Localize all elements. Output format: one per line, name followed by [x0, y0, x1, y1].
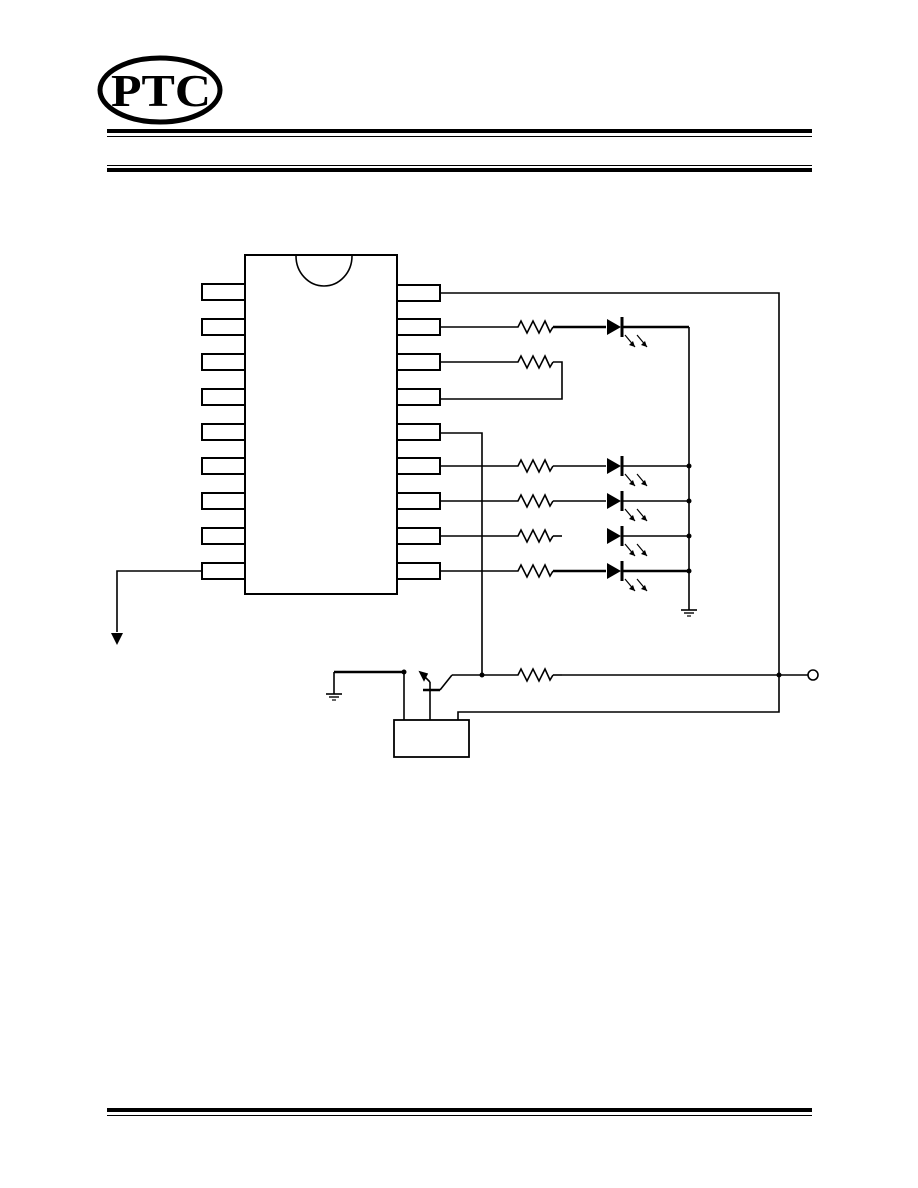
ic-left-pins — [201, 283, 246, 580]
led — [605, 489, 649, 523]
led — [605, 454, 649, 488]
transistor — [418, 670, 482, 692]
resistor — [512, 459, 554, 473]
ground-symbols — [111, 609, 698, 701]
ic-chip — [244, 254, 398, 595]
header-rule-thick — [107, 129, 812, 133]
ic-pin — [396, 562, 441, 580]
resistor — [512, 494, 554, 508]
led — [605, 559, 649, 593]
resistor — [512, 529, 554, 543]
ic-pin — [396, 423, 441, 441]
sensor-module-box — [393, 719, 470, 758]
logo-text: PTC — [111, 65, 211, 116]
footer-rule-thin — [107, 1115, 812, 1116]
led — [605, 524, 649, 558]
resistor — [512, 320, 554, 334]
ic-pin — [396, 492, 441, 510]
leds — [605, 315, 649, 593]
ground-icon — [111, 633, 123, 645]
ic-pin — [396, 318, 441, 336]
ic-pin — [396, 353, 441, 371]
ic-pin — [396, 284, 441, 302]
section-rule-thin — [107, 165, 812, 166]
resistor — [512, 355, 554, 369]
ic-pin — [201, 353, 246, 371]
ic-right-pins — [396, 284, 441, 580]
ic-pin — [201, 492, 246, 510]
ground-icon — [680, 609, 698, 617]
ic-pin — [396, 457, 441, 475]
wires — [116, 292, 808, 720]
led — [605, 315, 649, 349]
ground-icon — [325, 693, 343, 701]
header-rule-thin — [107, 136, 812, 137]
ic-pin — [201, 562, 246, 580]
ic-pin — [201, 457, 246, 475]
input-terminal — [807, 669, 819, 681]
ic-pin — [201, 527, 246, 545]
ic-pin — [201, 283, 246, 301]
ptc-logo: PTC — [97, 55, 223, 125]
ic-pin — [396, 527, 441, 545]
ic-pin — [201, 423, 246, 441]
ic-pin — [396, 388, 441, 406]
ic-pin — [201, 318, 246, 336]
footer-rule-thick — [107, 1108, 812, 1112]
section-rule-thick — [107, 168, 812, 172]
junctions — [401, 463, 782, 678]
resistor — [512, 564, 554, 578]
resistors — [512, 320, 554, 682]
resistor — [512, 668, 554, 682]
ic-pin — [201, 388, 246, 406]
